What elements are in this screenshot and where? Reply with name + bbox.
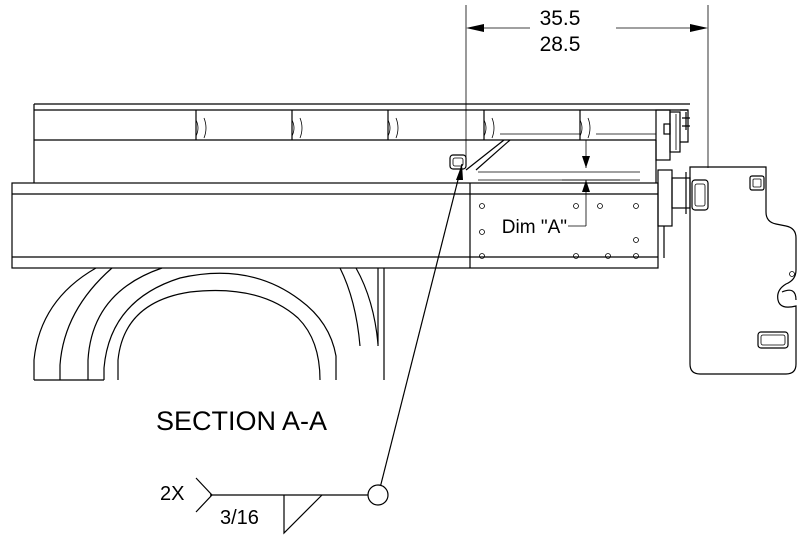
- weld-quantity: 2X: [160, 483, 184, 505]
- arrowhead-left: [466, 24, 484, 32]
- dim-a-label: Dim "A": [502, 217, 567, 238]
- wheel-fender: [33, 267, 385, 381]
- dim-a: Dim "A": [502, 140, 620, 238]
- fillet-weld-triangle: [283, 494, 323, 535]
- roller-segments: [195, 110, 656, 140]
- dimension-upper-value: 35.5: [540, 7, 581, 30]
- bolt-holes: [479, 203, 639, 259]
- deck-assembly: [33, 103, 690, 183]
- arrowhead-right: [690, 24, 708, 32]
- section-title: SECTION A-A: [156, 406, 327, 436]
- bracket-plate: [689, 166, 797, 375]
- all-around-circle: [367, 484, 389, 506]
- gusset: [449, 139, 511, 171]
- mount-bracket: [657, 166, 797, 375]
- weld-size: 3/16: [220, 507, 259, 529]
- weld-tail: [195, 477, 213, 513]
- weld-symbol: 2X 3/16: [160, 163, 463, 535]
- overall-dimension: 35.5 28.5: [465, 5, 709, 168]
- deck-end-bracket: [655, 109, 690, 161]
- weld-block: [449, 154, 467, 170]
- dimension-lower-value: 28.5: [540, 33, 581, 56]
- weld-leader-line: [379, 163, 463, 489]
